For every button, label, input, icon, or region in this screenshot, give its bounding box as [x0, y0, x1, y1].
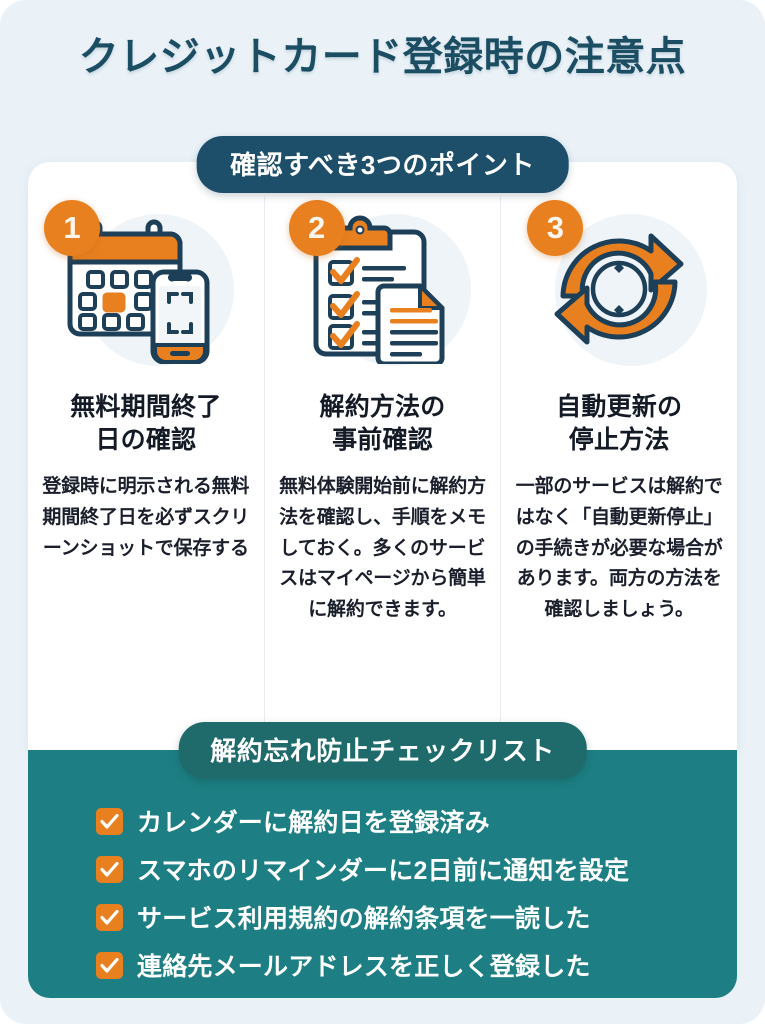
- point-1-icon-area: 1: [38, 196, 254, 381]
- checklist-label: スマホのリマインダーに2日前に通知を設定: [137, 857, 630, 885]
- point-2-title-line2: 事前確認: [332, 425, 433, 454]
- point-2-title: 解約方法の 事前確認: [275, 391, 491, 456]
- check-mark-icon: [100, 861, 119, 877]
- page-title: クレジットカード登録時の注意点: [78, 35, 687, 79]
- points-section-badge: 確認すべき3つのポイント: [196, 136, 569, 193]
- point-3-body: 一部のサービスは解約ではなく「自動更新停止」の手続きが必要な場合があります。両方…: [515, 476, 723, 621]
- checklist-row[interactable]: スマホのリマインダーに2日前に通知を設定: [96, 846, 696, 892]
- point-column-2: 2: [263, 196, 501, 728]
- point-3-icon-area: 3: [511, 196, 727, 381]
- checklist-label: カレンダーに解約日を登録済み: [137, 809, 490, 837]
- check-mark-icon: [100, 813, 119, 829]
- point-1-title: 無料期間終了 日の確認: [38, 391, 254, 456]
- checklist-row[interactable]: サービス利用規約の解約条項を一読した: [96, 894, 696, 940]
- auto-renew-arrows-icon: [554, 233, 684, 344]
- point-column-1: 1: [28, 196, 264, 728]
- point-number-badge-3: 3: [527, 200, 584, 256]
- checklist-row[interactable]: 連絡先メールアドレスを正しく登録した: [96, 942, 696, 988]
- checkbox-checked-icon[interactable]: [96, 807, 123, 835]
- calendar-smartphone-icon: [67, 219, 210, 364]
- point-1-title-line1: 無料期間終了: [70, 393, 222, 421]
- point-2-icon-area: 2: [275, 196, 491, 381]
- point-column-3: 3 自動更新の 停止方法 一部のサービスは解約ではなく「自動更新停止」の手続きが…: [500, 196, 737, 728]
- point-number-badge-2: 2: [288, 200, 345, 256]
- point-2-title-line1: 解約方法の: [319, 393, 446, 421]
- points-columns: 1: [28, 196, 737, 728]
- point-1-body: 登録時に明示される無料期間終了日を必ずスクリーンショットで保存する: [42, 476, 250, 559]
- point-1-title-line2: 日の確認: [95, 425, 197, 454]
- checkbox-checked-icon[interactable]: [96, 951, 123, 979]
- checklist-items: カレンダーに解約日を登録済み スマホのリマインダーに2日前に通知を設定 サービス…: [96, 798, 696, 990]
- checklist-section: [28, 750, 737, 998]
- checklist-label: 連絡先メールアドレスを正しく登録した: [137, 953, 591, 981]
- point-number-badge-1: 1: [44, 200, 100, 256]
- check-mark-icon: [100, 957, 119, 973]
- clipboard-checklist-document-icon: [313, 215, 444, 364]
- point-2-body: 無料体験開始前に解約方法を確認し、手順をメモしておく。多くのサービスはマイページ…: [279, 476, 486, 621]
- check-mark-icon: [100, 909, 119, 925]
- point-3-title-line2: 停止方法: [568, 425, 670, 454]
- checklist-section-badge: 解約忘れ防止チェックリスト: [178, 722, 587, 779]
- page-title-container: クレジットカード登録時の注意点: [0, 34, 765, 80]
- point-3-title-line1: 自動更新の: [556, 393, 683, 421]
- checklist-row[interactable]: カレンダーに解約日を登録済み: [96, 798, 696, 844]
- point-3-title: 自動更新の 停止方法: [511, 391, 727, 456]
- checkbox-checked-icon[interactable]: [96, 855, 123, 883]
- checkbox-checked-icon[interactable]: [96, 903, 123, 931]
- checklist-label: サービス利用規約の解約条項を一読した: [137, 905, 591, 933]
